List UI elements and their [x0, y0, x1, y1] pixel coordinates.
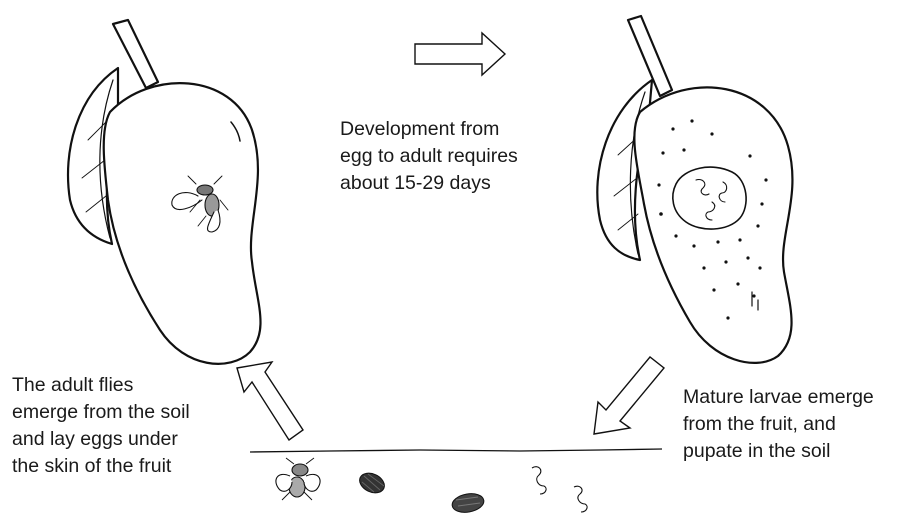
adult-flies-caption: The adult flies emerge from the soil and… — [12, 372, 242, 480]
arrow-down-left-icon — [594, 357, 664, 434]
soil-fruit-fly-icon — [276, 458, 320, 500]
development-time-caption: Development from egg to adult requires a… — [340, 116, 600, 197]
healthy-mango — [68, 20, 260, 364]
right-mango-body — [634, 87, 792, 363]
left-mango-body — [104, 83, 261, 364]
larvae-in-soil — [532, 467, 587, 512]
pupa-icon — [451, 491, 486, 514]
mature-larvae-caption: Mature larvae emerge from the fruit, and… — [683, 384, 913, 465]
larva-icon — [574, 486, 587, 512]
left-mango-stem — [113, 20, 158, 88]
arrow-up-left-icon — [237, 362, 303, 440]
soil-surface-line — [250, 449, 662, 452]
infested-mango — [597, 16, 792, 363]
arrow-right-icon — [415, 33, 505, 75]
pupa-icon — [356, 469, 387, 496]
arrows — [237, 33, 664, 440]
larva-icon — [532, 467, 546, 494]
